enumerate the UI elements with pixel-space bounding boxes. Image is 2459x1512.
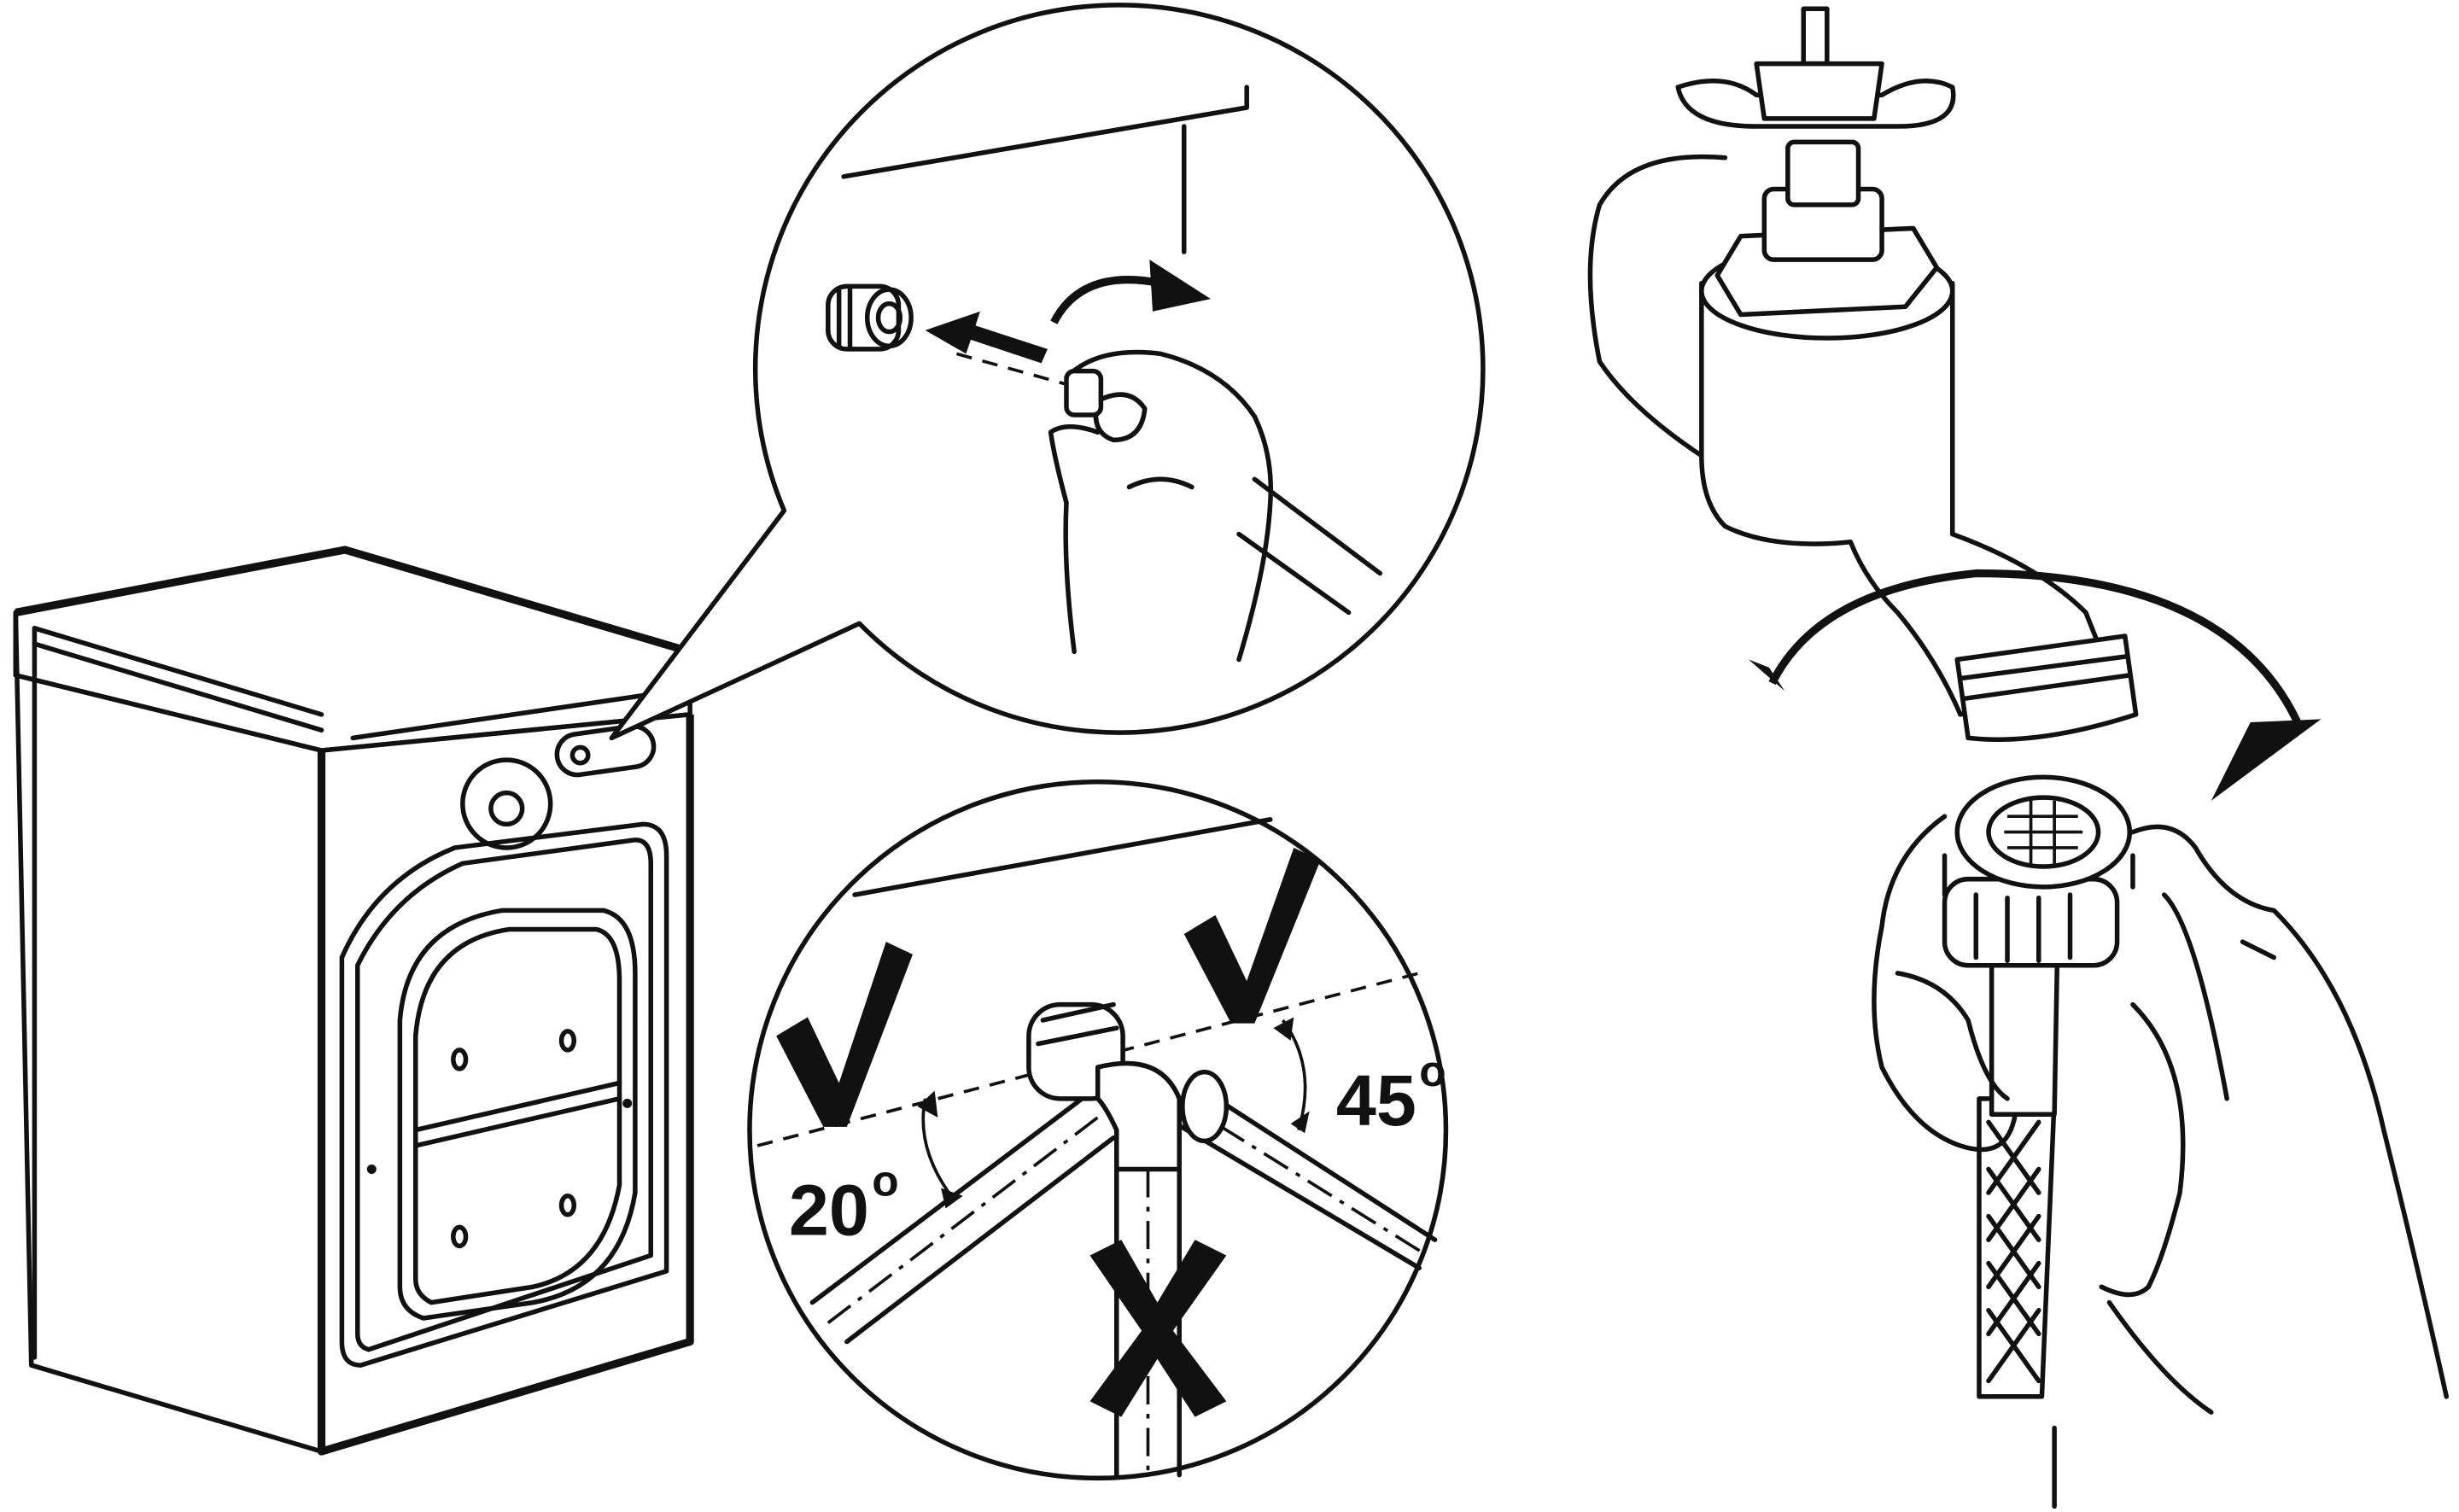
hand <box>1872 814 2450 1415</box>
water-tap <box>1587 6 2322 801</box>
check-icon <box>776 942 913 1127</box>
washing-machine <box>13 546 694 1456</box>
inlet-hose <box>1942 774 2135 1509</box>
degree-symbol: o <box>872 1156 898 1206</box>
callout-remove-cap <box>609 3 1486 741</box>
elbow-connector <box>1026 1001 1230 1172</box>
angle-label-45: 45 <box>1336 1060 1416 1141</box>
callout-hose-angles: 20 o 45 o <box>747 779 1449 1481</box>
degree-symbol: o <box>1419 1046 1446 1095</box>
angle-label-20: 20 <box>789 1170 869 1251</box>
rotate-arrow-icon <box>1768 569 2301 724</box>
valve-cap-icon <box>826 283 914 352</box>
arrow-left-icon <box>925 311 1048 364</box>
rotate-arrow-icon <box>1050 276 1162 324</box>
cross-icon <box>1089 1240 1227 1417</box>
check-icon <box>1183 847 1321 1024</box>
hand <box>1048 349 1383 663</box>
